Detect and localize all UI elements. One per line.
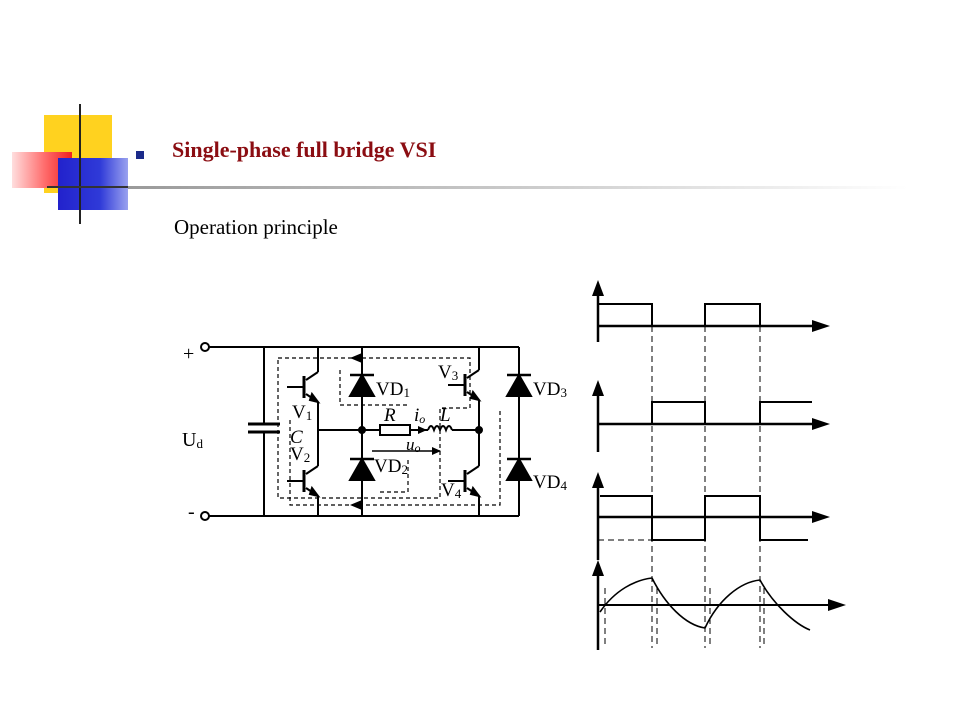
decor-blue-square: [58, 158, 128, 210]
minus-label: -: [188, 501, 195, 523]
vd3-label: VD3: [533, 379, 567, 400]
decor-vertical-line: [79, 104, 81, 224]
v2-label: V2: [290, 444, 310, 465]
lower-current-arrow-icon: [350, 500, 362, 510]
v2-collector: [305, 465, 319, 475]
waveform-3: [592, 472, 830, 560]
v1-collector: [305, 371, 319, 381]
l-label: L: [439, 405, 451, 426]
circuit: [200, 342, 533, 521]
dashed-current-path-v1: [339, 370, 410, 406]
v4-collector: [466, 465, 480, 475]
vd2-diode-icon: [348, 456, 376, 481]
r-label: R: [383, 405, 396, 426]
v3-collector: [466, 369, 480, 379]
uo-label: uo: [406, 435, 421, 455]
wave3-y-arrow-icon: [592, 472, 604, 488]
page-title: Single-phase full bridge VSI: [172, 137, 437, 162]
title-underline: [128, 186, 908, 189]
minus-terminal: [200, 511, 210, 521]
ud-label: Ud: [182, 429, 203, 451]
resistor-icon: [379, 424, 411, 436]
wave2-y-arrow-icon: [592, 380, 604, 396]
upper-current-arrow-icon: [350, 353, 362, 363]
c-label: C: [290, 427, 303, 448]
dashed-current-path-outer: [277, 357, 471, 499]
wave1-pulse: [598, 303, 761, 327]
wave4-y-arrow-icon: [592, 560, 604, 576]
v4-emitter-arrow: [469, 485, 482, 498]
waveform-4: [592, 560, 846, 650]
time-markers: [598, 326, 765, 648]
vd4-diode-icon: [505, 456, 533, 481]
vd3-diode-icon: [505, 372, 533, 397]
wave4-current: [599, 577, 811, 631]
wave3-square: [600, 495, 808, 541]
vd1-diode-icon: [348, 372, 376, 397]
decor-horizontal-line: [47, 186, 131, 188]
dashed-current-path-inner: [289, 410, 501, 506]
vd2-label: VD2: [374, 456, 408, 477]
left-node-dot: [358, 426, 366, 434]
plus-terminal: [200, 342, 210, 352]
waveform-1: [592, 280, 830, 342]
v2-emitter-arrow: [308, 485, 321, 498]
v1-emitter-arrow: [308, 391, 321, 404]
io-label: io: [414, 405, 425, 426]
page-subtitle: Operation principle: [174, 215, 338, 239]
wave4-x-arrow-icon: [828, 599, 846, 611]
wave1-y-arrow-icon: [592, 280, 604, 296]
plus-label: +: [183, 343, 194, 365]
bullet-square-icon: [136, 151, 144, 159]
wave1-x-arrow-icon: [812, 320, 830, 332]
dashed-current-path-v2: [380, 460, 409, 493]
v3-emitter-arrow: [469, 389, 482, 402]
wave2-pulse: [651, 401, 812, 425]
vd4-label: VD4: [533, 472, 567, 493]
vd1-label: VD1: [376, 379, 410, 400]
v1-label: V1: [292, 402, 312, 423]
wave2-x-arrow-icon: [812, 418, 830, 430]
v3-label: V3: [438, 362, 458, 383]
waveforms: [592, 280, 846, 650]
right-node-dot: [475, 426, 483, 434]
v4-label: V4: [441, 480, 462, 501]
circuit-labels: + - Ud C V1 V2 V3 V4 VD1 VD2 VD3 VD4 R L…: [182, 343, 567, 523]
wave3-x-arrow-icon: [812, 511, 830, 523]
waveform-2: [592, 380, 830, 452]
